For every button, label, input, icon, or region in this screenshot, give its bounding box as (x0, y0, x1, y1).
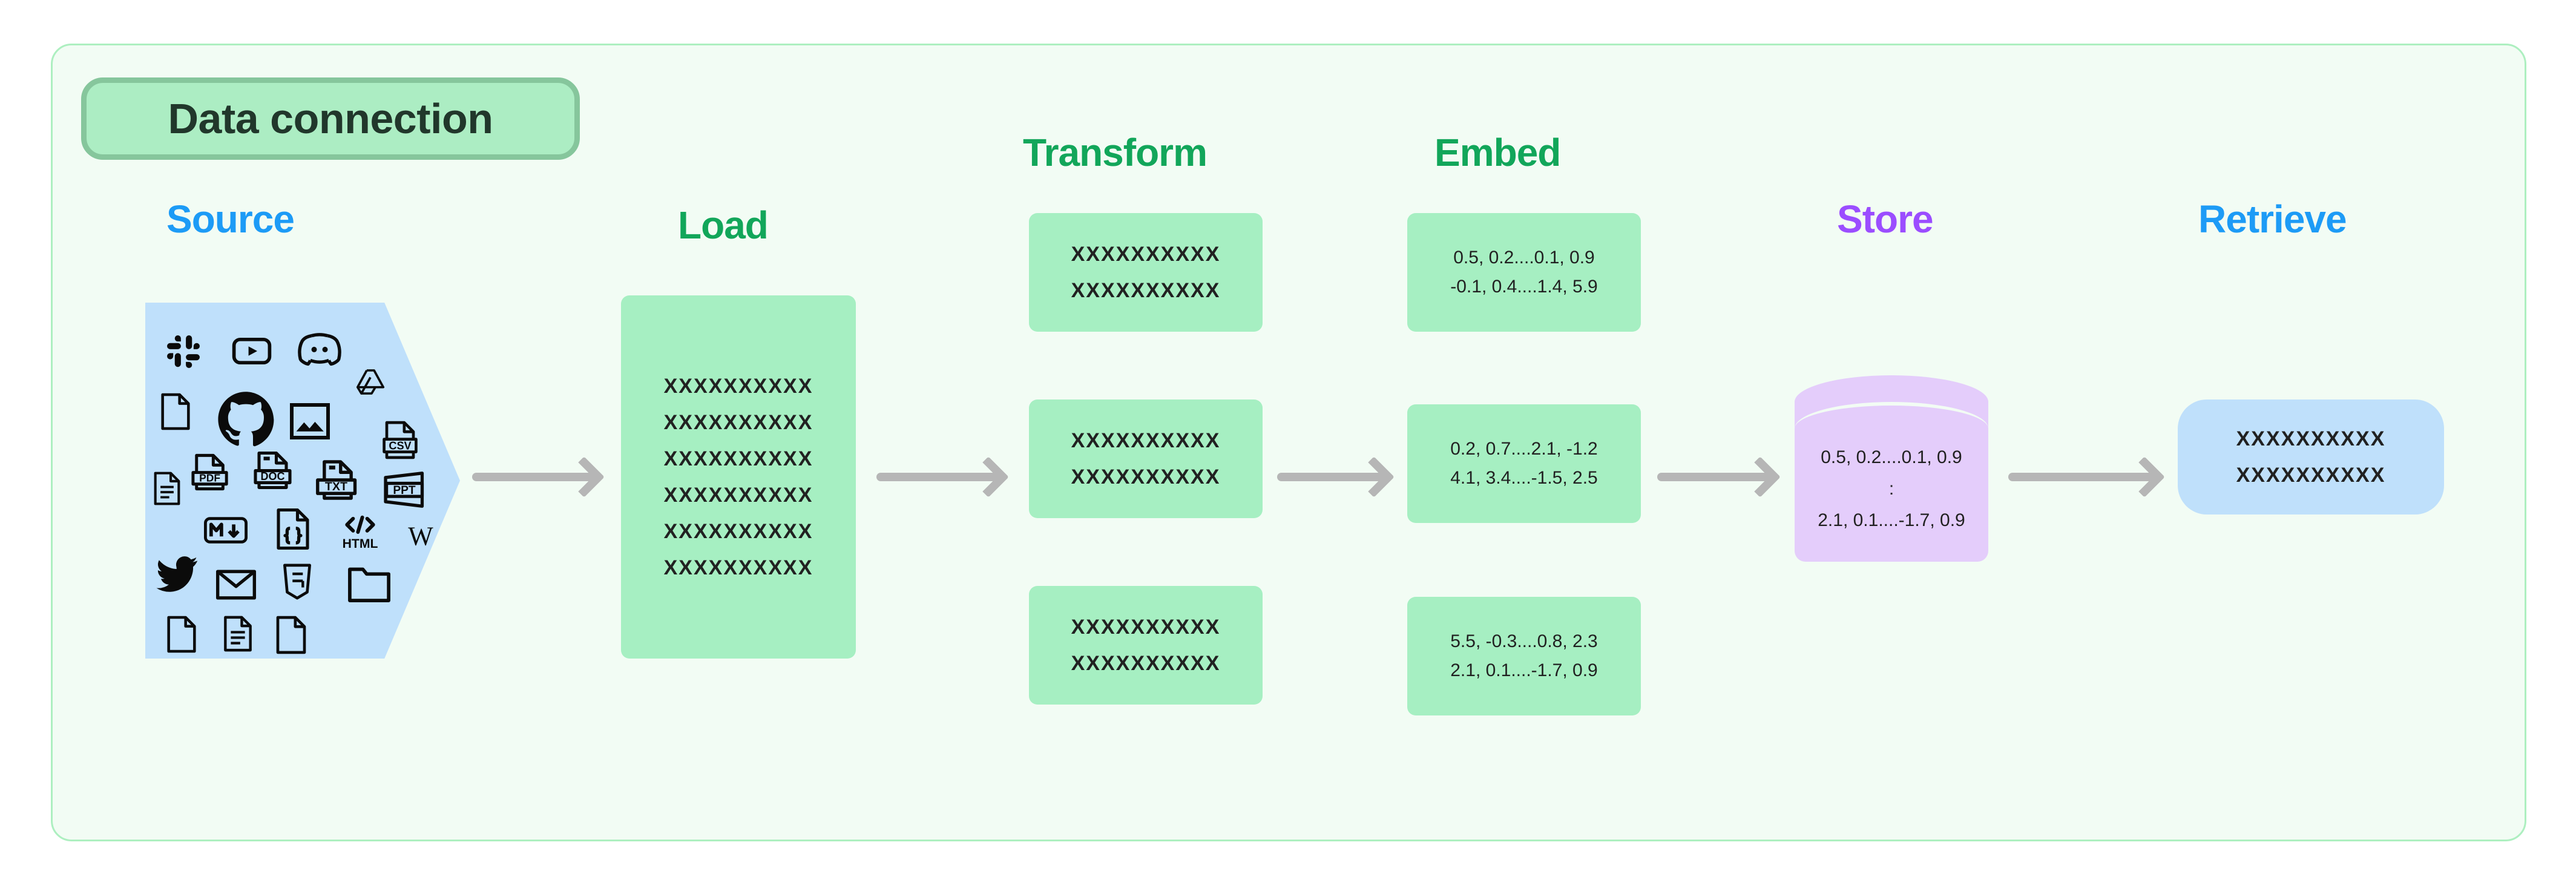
load-line: XXXXXXXXXX (663, 556, 813, 579)
transform-line: XXXXXXXXXX (1071, 243, 1221, 266)
pdf-file-icon: PDF (189, 453, 232, 492)
file-blank-icon (159, 392, 192, 431)
transform-card: XXXXXXXXXX XXXXXXXXXX (1029, 213, 1263, 332)
svg-text:TXT: TXT (325, 480, 347, 493)
svg-text:PDF: PDF (199, 472, 220, 484)
csv-file-icon: CSV (383, 420, 418, 460)
github-icon (217, 390, 275, 448)
embed-card: 0.2, 0.7....2.1, -1.2 4.1, 3.4....-1.5, … (1407, 404, 1641, 523)
heading-transform: Transform (1023, 131, 1208, 174)
file-blank-icon (274, 615, 309, 655)
embed-line: 2.1, 0.1....-1.7, 0.9 (1450, 660, 1598, 680)
embed-line: 0.5, 0.2....0.1, 0.9 (1453, 248, 1595, 268)
svg-text:DOC: DOC (261, 470, 285, 482)
store-cylinder: 0.5, 0.2....0.1, 0.9 : 2.1, 0.1....-1.7,… (1795, 375, 1988, 569)
transform-line: XXXXXXXXXX (1071, 279, 1221, 302)
transform-card: XXXXXXXXXX XXXXXXXXXX (1029, 399, 1263, 518)
heading-store: Store (1837, 197, 1934, 241)
transform-line: XXXXXXXXXX (1071, 429, 1221, 452)
page-title: Data connection (168, 95, 493, 142)
heading-retrieve: Retrieve (2198, 197, 2347, 241)
transform-line: XXXXXXXXXX (1071, 616, 1221, 639)
source-icon-grid: CSV PDF DOC TXT PPT HTML W (145, 303, 460, 659)
wikipedia-icon: W (402, 519, 439, 552)
heading-source: Source (166, 197, 295, 241)
store-line: 2.1, 0.1....-1.7, 0.9 (1818, 510, 1965, 530)
load-line: XXXXXXXXXX (663, 447, 813, 470)
heading-load: Load (678, 203, 769, 247)
embed-line: 0.2, 0.7....2.1, -1.2 (1450, 439, 1598, 459)
retrieve-card: XXXXXXXXXX XXXXXXXXXX (2178, 399, 2444, 515)
retrieve-line: XXXXXXXXXX (2236, 427, 2386, 450)
transform-card: XXXXXXXXXX XXXXXXXXXX (1029, 586, 1263, 705)
embed-line: -0.1, 0.4....1.4, 5.9 (1450, 277, 1598, 297)
arrow-load-to-transform (876, 473, 1000, 481)
folder-icon (347, 567, 391, 603)
markdown-icon (203, 515, 248, 546)
image-icon (288, 399, 332, 443)
html-icon: HTML (337, 513, 384, 551)
discord-icon (298, 329, 341, 370)
store-line: 0.5, 0.2....0.1, 0.9 (1821, 447, 1962, 467)
svg-text:PPT: PPT (393, 484, 416, 497)
embed-line: 4.1, 3.4....-1.5, 2.5 (1450, 468, 1598, 488)
transform-line: XXXXXXXXXX (1071, 652, 1221, 675)
document-lines-icon (222, 615, 254, 653)
json-code-file-icon (274, 507, 312, 551)
arrow-store-to-retrieve (2008, 473, 2157, 481)
document-lines-icon (151, 471, 183, 506)
load-line: XXXXXXXXXX (663, 484, 813, 507)
slack-icon (166, 334, 201, 369)
arrow-embed-to-store (1657, 473, 1772, 481)
load-card: XXXXXXXXXX XXXXXXXXXX XXXXXXXXXX XXXXXXX… (621, 295, 856, 659)
arrow-source-to-load (472, 473, 596, 481)
svg-text:HTML: HTML (343, 537, 378, 551)
google-drive-icon (355, 367, 386, 397)
diagram-container (51, 44, 2526, 841)
embed-line: 5.5, -0.3....0.8, 2.3 (1450, 631, 1598, 651)
doc-file-icon: DOC (252, 450, 295, 490)
twitter-icon (156, 556, 199, 592)
store-line: : (1888, 479, 1894, 499)
txt-file-icon: TXT (315, 459, 361, 501)
diagram-title-pill: Data connection (81, 77, 580, 160)
cylinder-separator (1795, 402, 1988, 455)
load-line: XXXXXXXXXX (663, 375, 813, 398)
store-text: 0.5, 0.2....0.1, 0.9 : 2.1, 0.1....-1.7,… (1795, 442, 1988, 536)
email-icon (215, 569, 257, 600)
css3-icon (281, 563, 314, 600)
file-blank-icon (165, 615, 199, 654)
retrieve-line: XXXXXXXXXX (2236, 464, 2386, 487)
arrow-transform-to-embed (1277, 473, 1386, 481)
load-line: XXXXXXXXXX (663, 411, 813, 434)
load-line: XXXXXXXXXX (663, 520, 813, 543)
svg-text:CSV: CSV (389, 439, 411, 452)
transform-line: XXXXXXXXXX (1071, 465, 1221, 488)
embed-card: 0.5, 0.2....0.1, 0.9 -0.1, 0.4....1.4, 5… (1407, 213, 1641, 332)
heading-embed: Embed (1434, 131, 1561, 174)
svg-text:W: W (408, 522, 433, 551)
embed-card: 5.5, -0.3....0.8, 2.3 2.1, 0.1....-1.7, … (1407, 597, 1641, 715)
youtube-icon (230, 329, 274, 373)
ppt-file-icon: PPT (381, 471, 427, 508)
